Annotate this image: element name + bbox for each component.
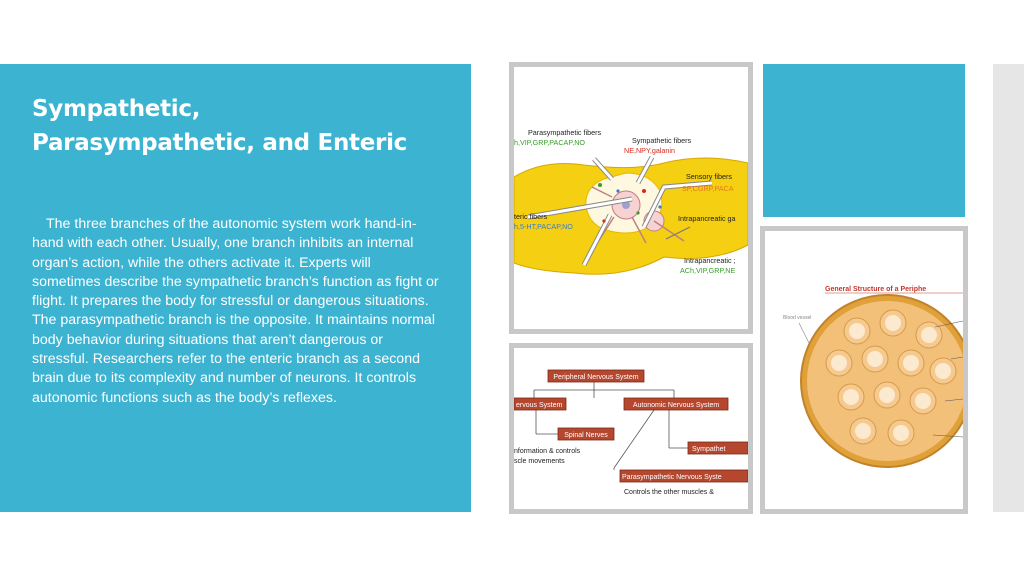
node-sympathetic	[687, 441, 748, 455]
spinal-desc-2: scle movements	[514, 458, 565, 465]
enteric-title: teric fibers	[514, 212, 548, 221]
sensory-title: Sensory fibers	[686, 172, 732, 181]
intrapancreatic-list: ACh,VIP,GRP,NE	[680, 266, 735, 275]
title-line-2: Parasympathetic, and Enteric	[32, 130, 407, 156]
nerve-structure-figure: General Structure of a Periphe Blood ves…	[760, 226, 968, 514]
sensory-list: SP,CGRP,PACA	[682, 184, 734, 193]
node-autonomic	[623, 397, 729, 411]
accent-block	[763, 64, 965, 217]
title-line-1: Sympathetic,	[32, 96, 201, 122]
node-parasympathetic	[619, 469, 748, 483]
node-somatic	[514, 397, 567, 411]
spinal-desc-1: nformation & controls	[514, 448, 581, 455]
text-panel: Sympathetic, Parasympathetic, and Enteri…	[0, 64, 471, 512]
intrapancreatic-ganglia: Intrapancreatic ga	[678, 214, 736, 223]
fascicles	[825, 309, 957, 447]
blood-vessel-label: Blood vessel	[783, 315, 811, 321]
parasym-title: Parasympathetic fibers	[528, 128, 602, 137]
body-paragraph: The three branches of the autonomic syst…	[32, 216, 439, 406]
intrapancreatic-title: Intrapancreatic ;	[684, 256, 736, 265]
pancreas-diagram: Parasympathetic fibers h,VIP,GRP,PACAP,N…	[514, 128, 748, 275]
node-spinal	[557, 427, 615, 441]
pancreas-innervation-figure: Parasympathetic fibers h,VIP,GRP,PACAP,N…	[509, 62, 753, 334]
sym-list: NE,NPY,galanin	[624, 146, 675, 155]
nerve-figure-title: General Structure of a Periphe	[825, 286, 926, 293]
slide-title: Sympathetic, Parasympathetic, and Enteri…	[32, 92, 452, 160]
parasym-list: h,VIP,GRP,PACAP,NO	[514, 138, 585, 147]
node-spinal-label: Spinal Nerves	[564, 432, 608, 439]
node-autonomic-label: Autonomic Nervous System	[633, 402, 720, 409]
parasym-desc: Controls the other muscles &	[624, 489, 714, 496]
node-peripheral	[547, 369, 645, 383]
node-parasympathetic-label: Parasympathetic Nervous Syste	[622, 474, 722, 481]
node-peripheral-label: Peripheral Nervous System	[553, 374, 638, 381]
flowchart-diagram: Peripheral Nervous System ervous System …	[514, 369, 748, 496]
node-somatic-label: ervous System	[516, 402, 562, 409]
enteric-list: h,5-HT,PACAP,NO	[514, 222, 573, 231]
side-strip	[993, 64, 1024, 512]
nervous-system-chart: Peripheral Nervous System ervous System …	[509, 343, 753, 514]
node-sympathetic-label: Sympathet	[692, 446, 726, 453]
sym-title: Sympathetic fibers	[632, 136, 692, 145]
nerve-cross-section: General Structure of a Periphe Blood ves…	[783, 286, 963, 468]
